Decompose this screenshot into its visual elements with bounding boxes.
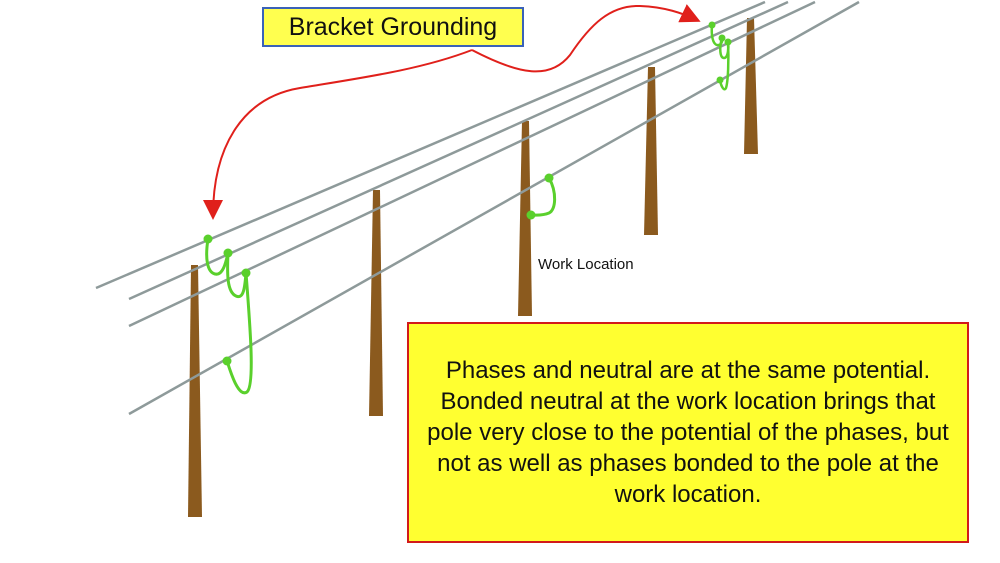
bracket-arrow-right [471, 4, 701, 73]
work-location-clamps [526, 173, 554, 220]
bracket-arrow-left [203, 49, 473, 220]
conductor-phase-b [128, 0, 789, 301]
work-location-label: Work Location [538, 256, 634, 273]
pole-4 [644, 67, 658, 235]
bracket-ground-left-clamps [203, 234, 251, 366]
pole-5 [744, 18, 758, 154]
bracket-grounding-label: Bracket Grounding [262, 7, 524, 47]
pole-3 [518, 121, 532, 316]
bracket-ground-right-clamps [708, 21, 732, 84]
work-location-bond [530, 177, 557, 217]
bracket-ground-left [205, 238, 253, 395]
pole-1 [188, 265, 202, 517]
pole-2 [369, 190, 383, 416]
explanation-note: Phases and neutral are at the same poten… [407, 322, 969, 543]
